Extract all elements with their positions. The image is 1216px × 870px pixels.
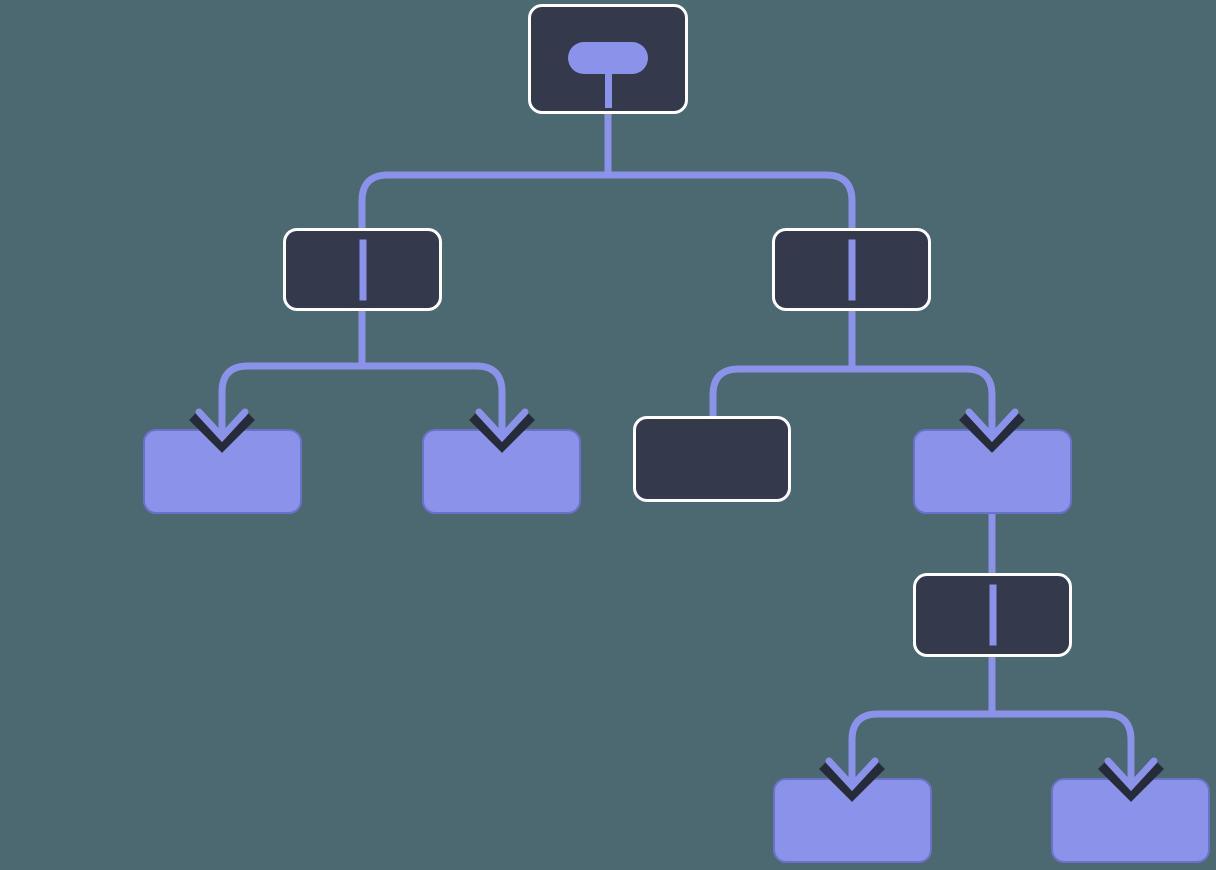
junction-bar-icon: [848, 239, 855, 300]
leaf-node-5[interactable]: [1051, 778, 1210, 863]
edge-left-split-rail: [218, 362, 506, 437]
root-node[interactable]: [528, 4, 688, 114]
edge-bottom-split-rail: [848, 710, 1135, 786]
leaf-node-1[interactable]: [143, 429, 302, 514]
edge-root-split-rail: [358, 171, 856, 228]
child-node-dark[interactable]: [633, 416, 791, 502]
root-pill-icon: [531, 7, 685, 108]
edge-right-split-rail: [709, 365, 996, 437]
branch-node-right[interactable]: [772, 228, 931, 311]
leaf-node-2[interactable]: [422, 429, 581, 514]
junction-bar-icon: [359, 239, 366, 300]
junction-bar-icon: [989, 584, 996, 646]
branch-node-lower[interactable]: [913, 573, 1072, 657]
leaf-node-3[interactable]: [913, 429, 1072, 514]
branch-node-left[interactable]: [283, 228, 442, 311]
leaf-node-4[interactable]: [773, 778, 932, 863]
